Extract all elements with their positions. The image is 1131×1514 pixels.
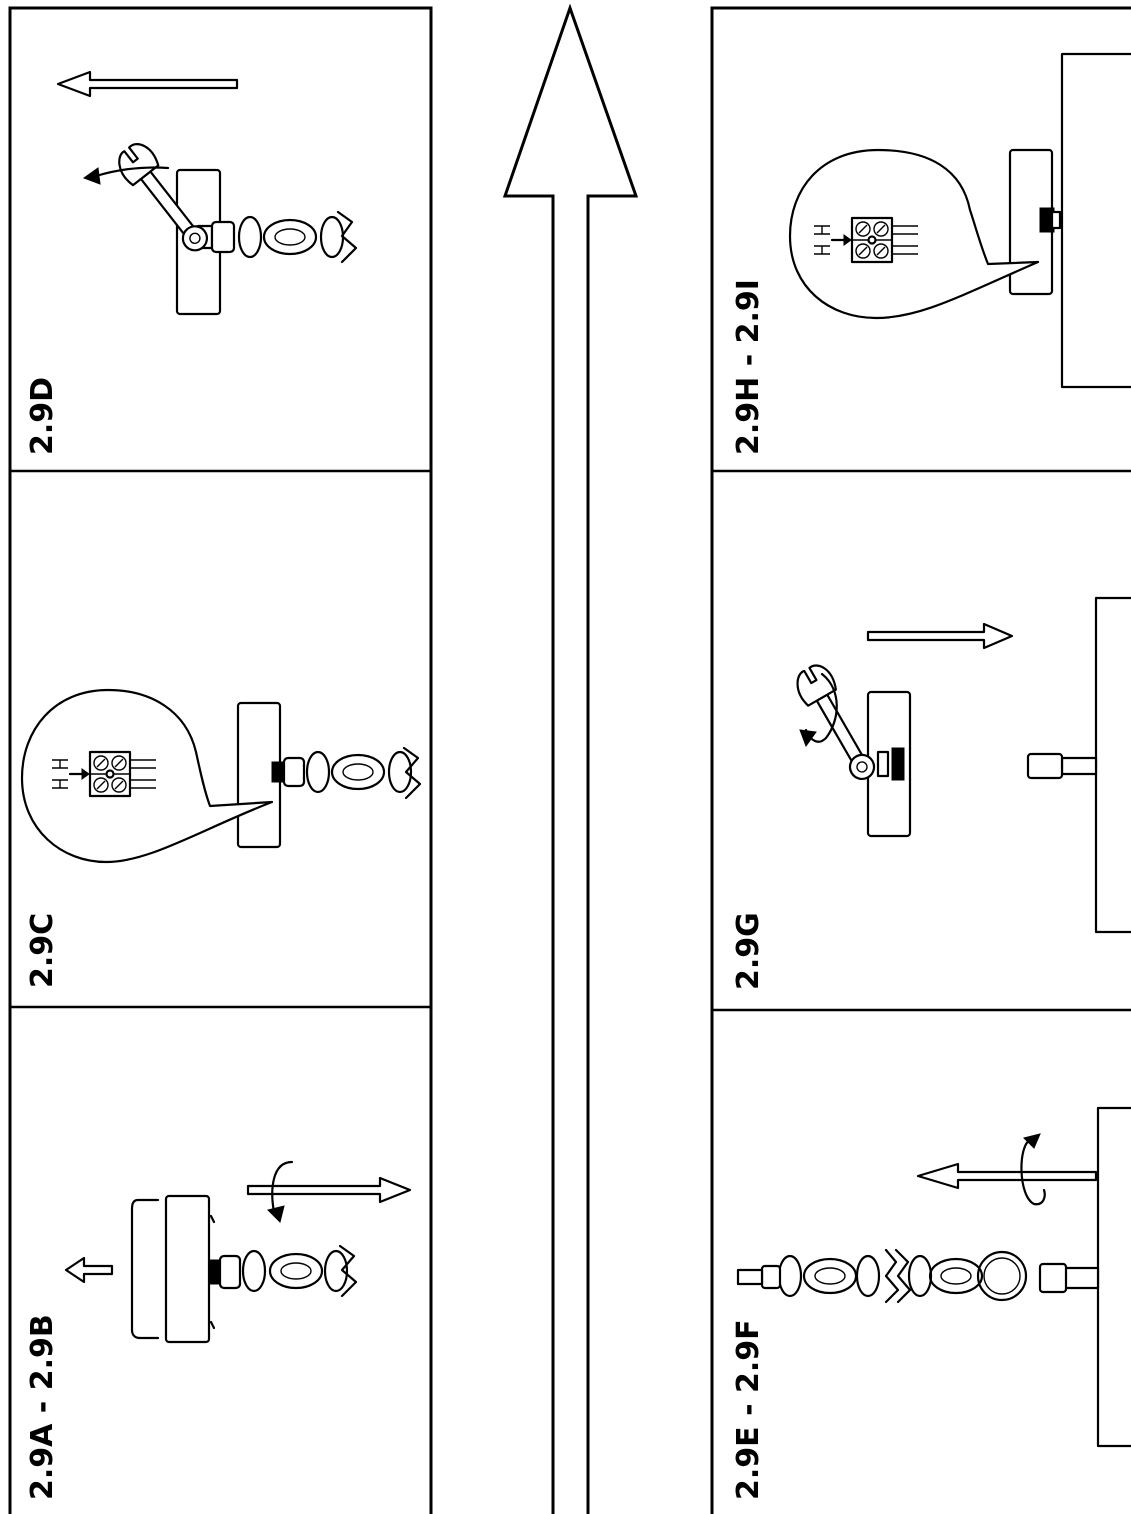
- right-arrow-icon: [246, 1176, 412, 1204]
- left-arrow-icon: [56, 70, 239, 98]
- rotation-arrow-icon: [94, 166, 170, 178]
- canopy: [164, 1194, 211, 1344]
- ceiling-box: [1060, 52, 1131, 389]
- panel-2.9e-2.9f-illustration: [736, 1106, 1131, 1448]
- rotation-arrow-icon: [1020, 1138, 1046, 1206]
- step-label-2.9g: 2.9G: [731, 912, 766, 990]
- chain: [305, 746, 422, 800]
- step-label-2.9d: 2.9D: [25, 377, 60, 455]
- up-arrow-icon: [502, 3, 639, 1514]
- step-label-2.9c: 2.9C: [25, 913, 60, 988]
- right-arrow-icon: [866, 622, 1014, 650]
- panel-2.9g-illustration: [789, 596, 1131, 934]
- step-label-2.9a-2.9b: 2.9A - 2.9B: [25, 1314, 60, 1500]
- left-column-frame: [8, 6, 433, 1514]
- panel-2.9a-2.9b-illustration: [64, 1160, 412, 1344]
- chain: [237, 210, 358, 264]
- chain: [777, 1248, 984, 1304]
- magnifier-bubble: [20, 688, 274, 864]
- step-label-2.9h-2.9i: 2.9H - 2.9I: [731, 279, 766, 455]
- panel-2.9h-2.9i-illustration: [788, 52, 1131, 389]
- left-arrow-icon: [916, 1162, 1098, 1190]
- ceiling-box: [1096, 1106, 1131, 1448]
- left-arrow-icon: [64, 1256, 114, 1284]
- panel-2.9c-illustration: [20, 688, 422, 864]
- right-column-frame: [710, 6, 1131, 1514]
- step-label-2.9e-2.9f: 2.9E - 2.9F: [731, 1319, 766, 1500]
- panel-2.9d-illustration: [56, 70, 358, 316]
- rotation-arrow-icon: [271, 1160, 294, 1214]
- chain: [241, 1244, 358, 1298]
- ceiling-box: [1094, 596, 1131, 934]
